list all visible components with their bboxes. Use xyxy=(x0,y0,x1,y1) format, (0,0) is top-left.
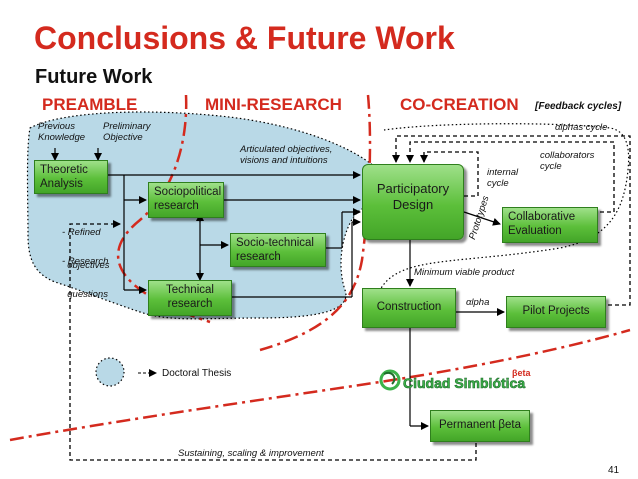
doctoral-thesis-legend-circle xyxy=(95,357,125,387)
alphas-cycle-loop xyxy=(392,135,631,306)
phase-label-mini-research: MINI-RESEARCH xyxy=(205,95,342,114)
pilot-projects-box: Pilot Projects xyxy=(506,296,606,328)
slide-title: Conclusions & Future Work xyxy=(34,20,455,56)
participatory-design-box: Participatory Design xyxy=(362,164,464,240)
internal-cycle-loop xyxy=(420,151,479,197)
ciudad-simbiotica-logo-icon xyxy=(379,369,401,391)
internal-cycle-label: internal cycle xyxy=(487,167,519,189)
socio-technical-research-box: Socio-technical research xyxy=(230,233,326,267)
feedback-cycles-label: [Feedback cycles] xyxy=(535,101,622,112)
alphas-cycle-label: αlphas cycle xyxy=(555,122,608,133)
arrow-prototypes xyxy=(463,211,501,226)
phase-label-preamble: PREAMBLE xyxy=(42,95,138,114)
collaborators-cycle-label: collaborators cycle xyxy=(540,150,595,172)
sustaining-loop xyxy=(69,220,477,461)
collaborative-evaluation-box: Collaborative Evaluation xyxy=(502,207,598,243)
ciudad-simbiotica-logo-text: Ciudad Simbiótica xyxy=(403,375,526,392)
technical-research-box: Technical research xyxy=(148,280,232,316)
page-number: 41 xyxy=(608,465,620,476)
minimum-viable-product-label: Minimum viable product xyxy=(414,267,515,278)
preliminary-objective-label: Preliminary Objective xyxy=(103,121,151,143)
theoretic-analysis-box: Theoretic Analysis xyxy=(34,160,108,194)
separator-mini-research xyxy=(259,94,372,352)
articulated-objectives-label: Articulated objectives, visions and intu… xyxy=(240,144,333,166)
refined-objectives-label: - Refined objectives xyxy=(62,226,110,271)
previous-knowledge-label: Previous Knowledge xyxy=(38,121,86,143)
permanent-beta-box: Permanent βeta xyxy=(430,410,530,442)
phase-label-co-creation: CO-CREATION xyxy=(400,95,519,114)
sociopolitical-research-box: Sociopolitical research xyxy=(148,182,224,218)
alpha-label: αlpha xyxy=(466,297,490,308)
construction-box: Construction xyxy=(362,288,456,328)
research-questions-label: - Research questions xyxy=(62,255,109,300)
collaborators-cycle-loop xyxy=(406,141,615,213)
ciudad-simbiotica-beta: βeta xyxy=(512,368,531,378)
slide-subtitle: Future Work xyxy=(35,66,153,88)
doctoral-thesis-label: Doctoral Thesis xyxy=(162,368,232,379)
separator-bottom xyxy=(9,328,631,442)
sustaining-label: Sustaining, scaling & improvement xyxy=(178,448,324,459)
